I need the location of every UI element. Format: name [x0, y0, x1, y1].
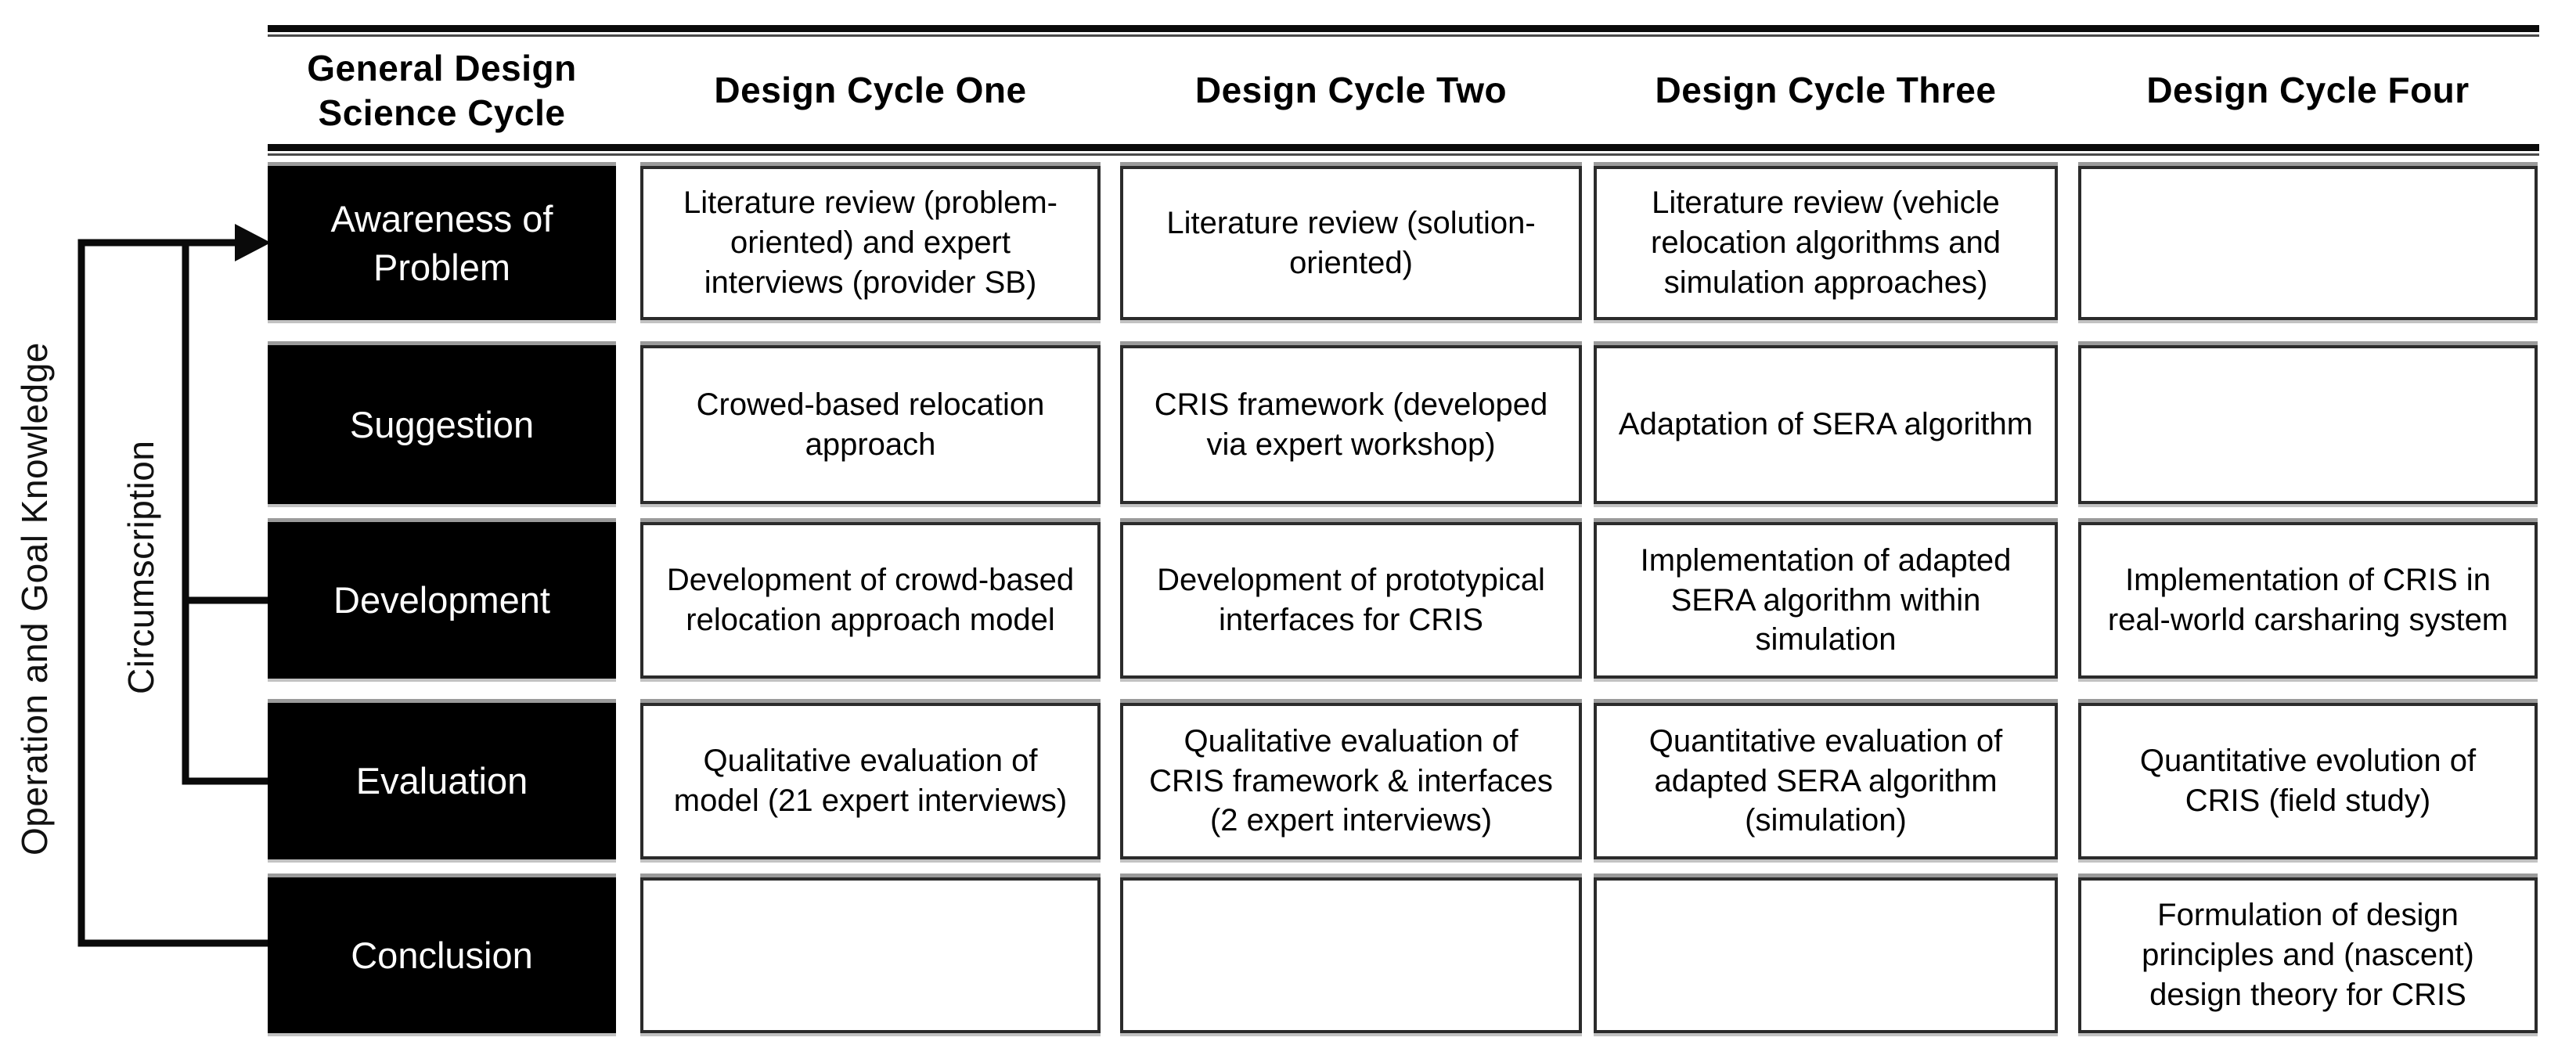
cell-conclusion-cycle-two [1120, 877, 1582, 1033]
cell-evaluation-cycle-four: Quantitative evolution of CRIS (field st… [2078, 703, 2538, 859]
header-rule [268, 144, 2539, 156]
top-rule-thin-line [268, 34, 2539, 37]
row-label-conclusion: Conclusion [268, 877, 616, 1033]
column-header-design-cycle-two: Design Cycle Two [1194, 70, 1508, 111]
cell-evaluation-cycle-three: Quantitative evaluation of adapted SERA … [1594, 703, 2058, 859]
cell-suggestion-cycle-four [2078, 345, 2538, 504]
arrowhead-icon [235, 224, 271, 261]
circumscription-loop-path [182, 239, 272, 785]
header-rule-thick-line [268, 144, 2539, 151]
cell-conclusion-cycle-four: Formulation of design principles and (na… [2078, 877, 2538, 1033]
row-label-evaluation: Evaluation [268, 703, 616, 859]
column-header-design-cycle-four: Design Cycle Four [2146, 70, 2470, 111]
top-rule-thick-line [268, 25, 2539, 32]
cell-awareness-cycle-two: Literature review (solution-oriented) [1120, 166, 1582, 320]
cell-awareness-cycle-one: Literature review (problem-oriented) and… [640, 166, 1101, 320]
cell-suggestion-cycle-three: Adaptation of SERA algorithm [1594, 345, 2058, 504]
operation-and-goal-knowledge-label: Operation and Goal Knowledge [14, 342, 55, 855]
cell-suggestion-cycle-one: Crowed-based relocation approach [640, 345, 1101, 504]
cell-conclusion-cycle-three [1594, 877, 2058, 1033]
top-rule [268, 25, 2539, 37]
cell-evaluation-cycle-one: Qualitative evaluation of model (21 expe… [640, 703, 1101, 859]
cell-development-cycle-one: Development of crowd-based relocation ap… [640, 522, 1101, 679]
cell-evaluation-cycle-two: Qualitative evaluation of CRIS framework… [1120, 703, 1582, 859]
row-label-suggestion: Suggestion [268, 345, 616, 504]
column-header-general-cycle: General Design Science Cycle [307, 47, 577, 134]
cell-awareness-cycle-four [2078, 166, 2538, 320]
operation-goal-knowledge-loop-path [77, 239, 272, 947]
cell-development-cycle-two: Development of prototypical interfaces f… [1120, 522, 1582, 679]
column-header-design-cycle-three: Design Cycle Three [1655, 70, 1997, 111]
row-label-development: Development [268, 522, 616, 679]
column-header-design-cycle-one: Design Cycle One [714, 70, 1027, 111]
cell-development-cycle-three: Implementation of adapted SERA algorithm… [1594, 522, 2058, 679]
header-rule-thin-line [268, 153, 2539, 156]
row-label-awareness-of-problem: Awareness of Problem [268, 166, 616, 320]
cell-suggestion-cycle-two: CRIS framework (developed via expert wor… [1120, 345, 1582, 504]
cell-awareness-cycle-three: Literature review (vehicle relocation al… [1594, 166, 2058, 320]
circumscription-label: Circumscription [121, 440, 161, 695]
cell-development-cycle-four: Implementation of CRIS in real-world car… [2078, 522, 2538, 679]
cell-conclusion-cycle-one [640, 877, 1101, 1033]
